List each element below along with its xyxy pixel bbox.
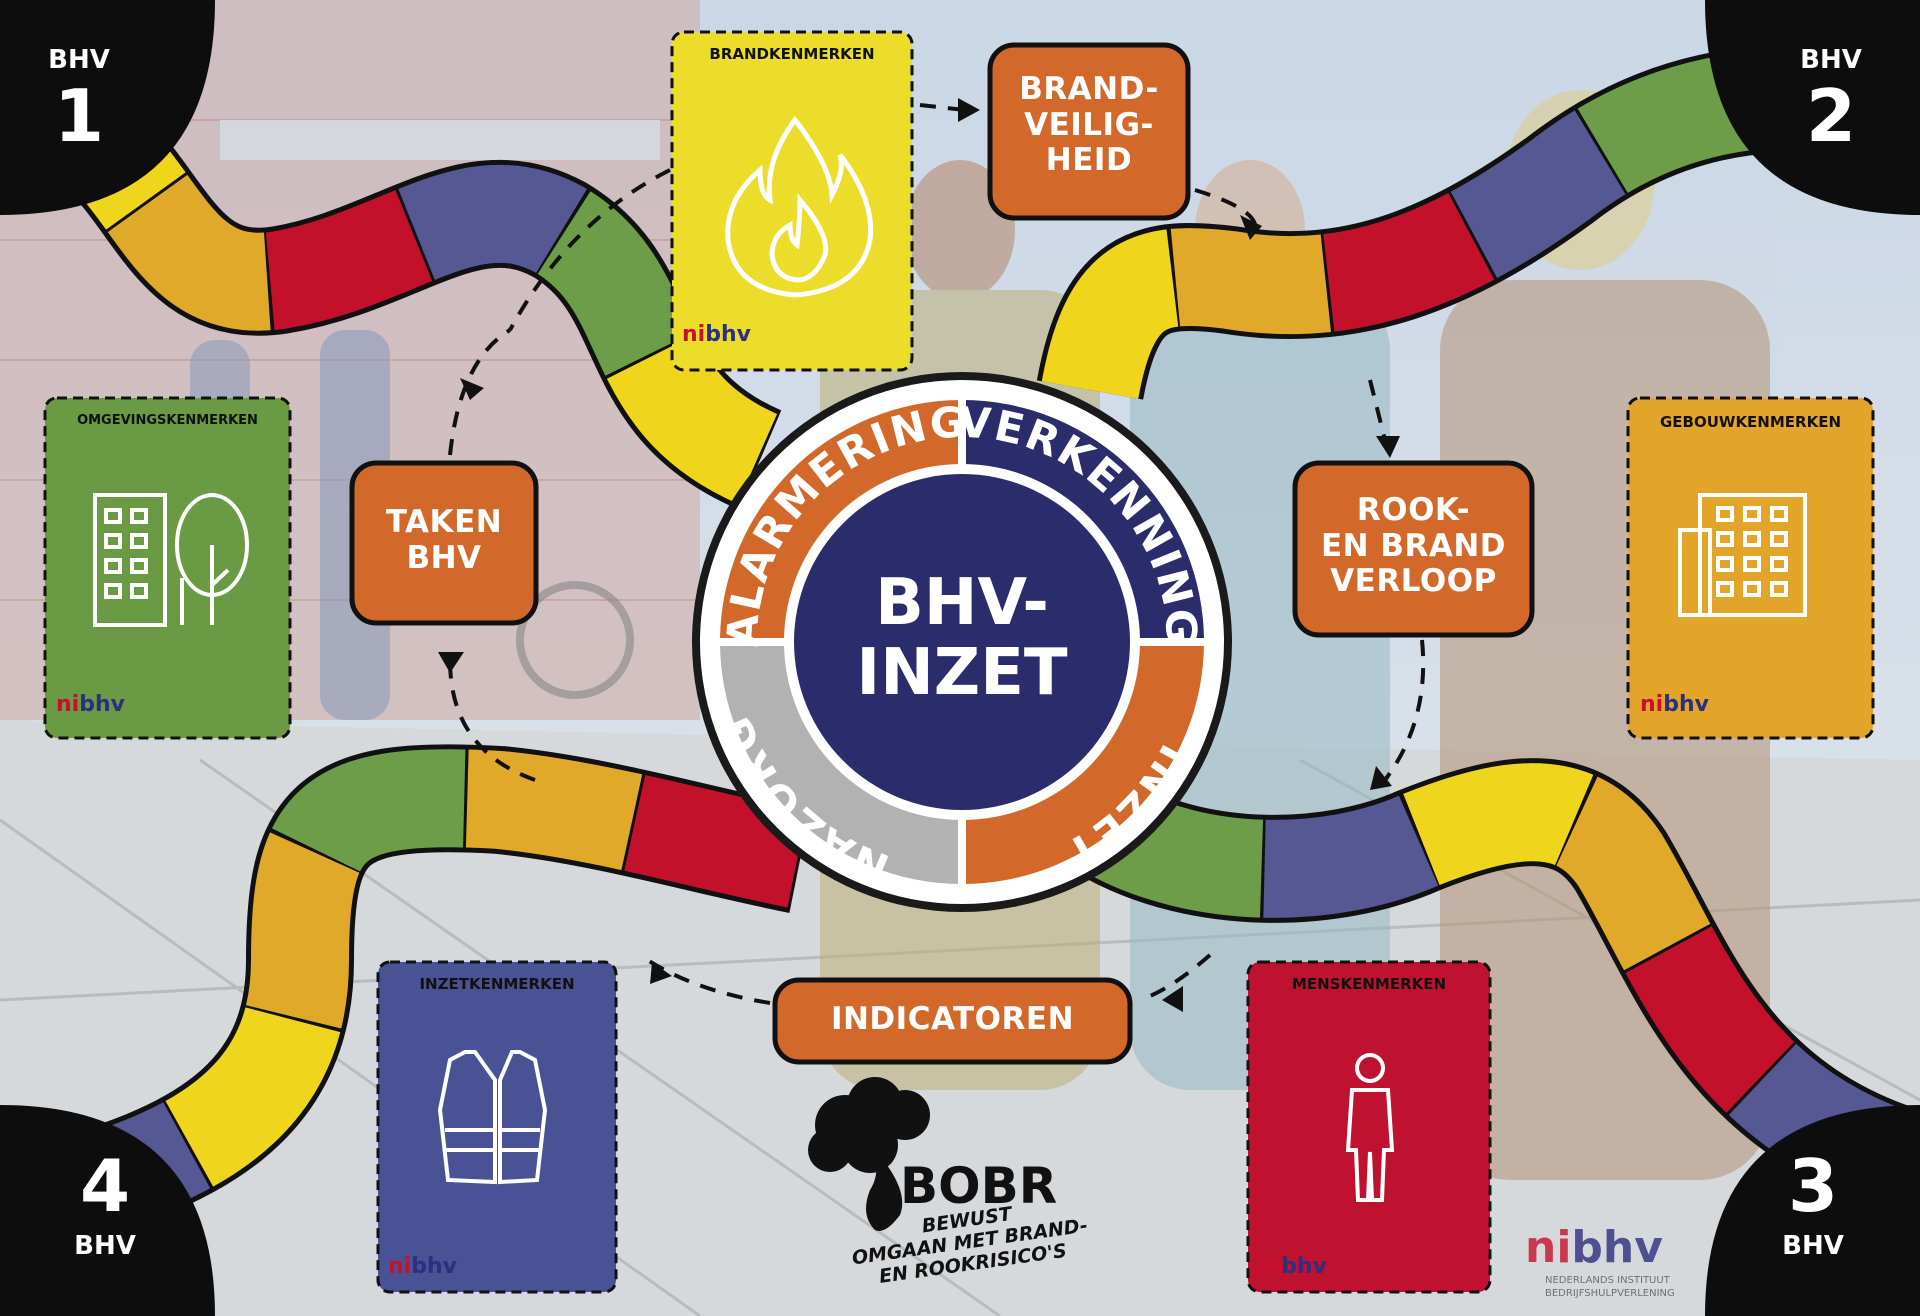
path-segment-bottom-right (1083, 758, 1919, 1212)
center-wheel: ALARMERING VERKENNING INZET NAZORG (692, 372, 1232, 912)
card-mens-logo: nibhv (1258, 1254, 1327, 1279)
flame-icon (725, 115, 874, 298)
logo-bhv-text: bhv (79, 692, 125, 717)
logo-bhv-text: bhv (705, 322, 751, 347)
task-rook-label: ROOK- EN BRAND VERLOOP (1320, 492, 1507, 600)
logo-ni-text: ni (1640, 692, 1664, 717)
card-gebouwkenmerken[interactable] (1626, 396, 1875, 740)
task-indicatoren[interactable] (772, 977, 1133, 1065)
logo-bhv-text: bhv (1663, 692, 1709, 717)
logo-ni-text: ni (1525, 1222, 1572, 1273)
card-menskenmerken[interactable] (1246, 960, 1492, 1294)
card-brand-title: BRANDKENMERKEN (709, 45, 875, 63)
corner-4-label: BHV (74, 1231, 136, 1261)
path-tile (18, 749, 810, 1248)
corner-4-number: 4 (79, 1144, 131, 1228)
card-omgeving-title: OMGEVINGSKENMERKEN (77, 413, 258, 428)
building-icon (1678, 493, 1807, 617)
building-tree-icon (93, 493, 249, 627)
task-taken-bhv[interactable] (349, 460, 539, 626)
center-title: BHV- INZET (856, 566, 1068, 711)
corner-1-number: 1 (53, 74, 105, 158)
task-brandveiligheid-label: BRAND- VEILIG- HEID (1019, 71, 1159, 179)
logo-bhv-text: bhv (411, 1254, 457, 1279)
path-tile (16, 62, 781, 506)
bobr-name: BOBR (900, 1157, 1058, 1215)
cycle-arrowheads (438, 98, 1400, 1012)
logo-bhv-text: bhv (1281, 1254, 1327, 1279)
path-tile (1041, 49, 1911, 400)
card-inzet-title: INZETKENMERKEN (419, 975, 575, 993)
card-omgeving-logo: nibhv (56, 692, 125, 717)
logo-ni-text: ni (1258, 1254, 1282, 1279)
bobr-logo (808, 1077, 930, 1231)
corner-4 (0, 1105, 215, 1316)
path-segment-top-left (15, 57, 783, 510)
path-tile (18, 749, 810, 1248)
path-tile (1086, 763, 1917, 1207)
corner-3-label: BHV (1782, 1231, 1844, 1261)
path-tile (16, 62, 781, 506)
cycle-arrows (448, 103, 1426, 1005)
person-icon (1345, 1053, 1395, 1202)
vest-icon (437, 1050, 548, 1185)
card-brand-logo: nibhv (682, 322, 751, 347)
nibhv-logo-line2: BEDRIJFSHULPVERLENING (1545, 1288, 1675, 1299)
card-gebouw-logo: nibhv (1640, 692, 1709, 717)
card-inzet-logo: nibhv (388, 1254, 457, 1279)
card-inzetkenmerken[interactable] (376, 960, 618, 1294)
logo-ni-text: ni (388, 1254, 412, 1279)
card-mens-title: MENSKENMERKEN (1291, 975, 1447, 993)
card-brandkenmerken[interactable] (670, 30, 914, 372)
card-gebouw-title: GEBOUWKENMERKEN (1659, 413, 1842, 431)
corner-3-number: 3 (1787, 1144, 1839, 1228)
corner-3 (1705, 1105, 1920, 1316)
task-indicatoren-label: INDICATOREN (830, 1001, 1075, 1037)
path-tile (18, 749, 810, 1248)
logo-ni-text: ni (682, 322, 706, 347)
task-brandveiligheid[interactable] (987, 42, 1191, 221)
task-taken-label: TAKEN BHV (385, 504, 503, 576)
card-omgevingskenmerken[interactable] (43, 396, 292, 740)
task-rook-en-brand-verloop[interactable] (1292, 460, 1535, 638)
nibhv-logo: nibhv (1525, 1222, 1663, 1273)
canopy (220, 120, 660, 160)
path-tile (1086, 763, 1917, 1207)
corner-2-label: BHV (1800, 45, 1862, 75)
path-segment-bottom-left (17, 744, 811, 1253)
corner-1-label: BHV (48, 45, 110, 75)
logo-ni-text: ni (56, 692, 80, 717)
path-tile (1086, 763, 1917, 1207)
nibhv-logo-line1: NEDERLANDS INSTITUUT (1545, 1275, 1670, 1286)
path-tile (16, 62, 781, 506)
corner-2-number: 2 (1805, 74, 1857, 158)
game-path (15, 44, 1919, 1253)
corner-1 (0, 0, 215, 215)
path-tile (1041, 49, 1911, 400)
corner-2 (1705, 0, 1920, 215)
logo-bhv-text: bhv (1571, 1222, 1663, 1273)
